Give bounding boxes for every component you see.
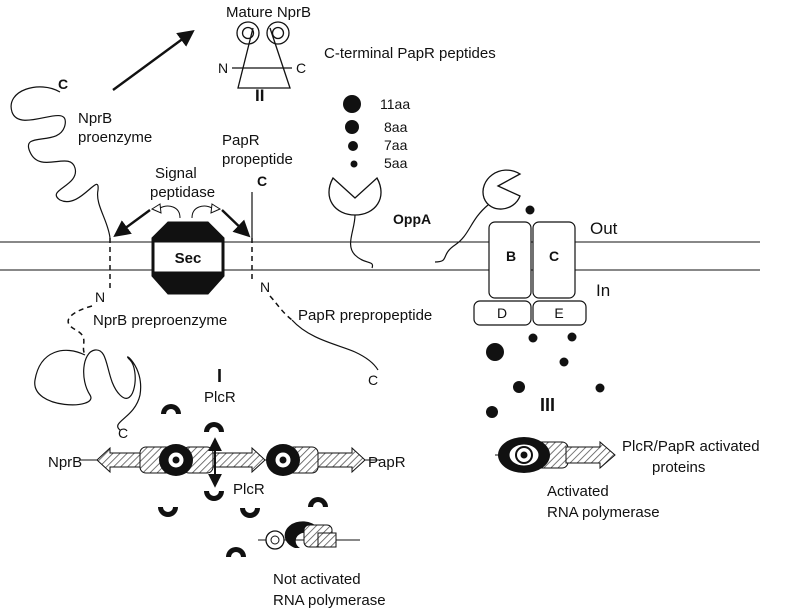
rna-polymerase-right-icon	[266, 444, 300, 476]
peptide-5aa: 5aa	[384, 155, 408, 171]
nprb-n-terminus: N	[95, 289, 105, 305]
maturation-arrow	[112, 30, 195, 91]
activated-rna-polymerase-icon	[498, 437, 616, 473]
out-label: Out	[590, 219, 618, 238]
cterm-papr-label: C-terminal PapR peptides	[324, 45, 496, 62]
cleavage-arrow-right	[221, 209, 251, 238]
papr-n-terminus: N	[260, 279, 270, 295]
mature-n-label: N	[218, 60, 228, 76]
opp-e-label: E	[554, 305, 563, 321]
papr-gene-arrow	[315, 446, 366, 474]
oppa-receptor-icon	[328, 176, 382, 216]
opp-d-subunit	[473, 300, 532, 326]
nprb-preproenzyme-chain	[34, 349, 142, 431]
activated-polymerase-label-2: RNA polymerase	[547, 504, 660, 521]
stage-iii-label: III	[540, 395, 555, 415]
papr-prepropeptide-label: PapR prepropeptide	[298, 307, 432, 324]
opp-d-label: D	[497, 305, 507, 321]
sec-label: Sec	[175, 250, 202, 267]
cleavage-arrow-left	[113, 209, 151, 237]
mature-nprb-icon	[232, 21, 292, 89]
imported-peptides	[486, 332, 605, 418]
nprb-c-terminus: C	[58, 76, 68, 92]
inactive-rna-polymerase-icon	[265, 521, 337, 550]
plcr-molecules	[158, 404, 328, 557]
opp-b-subunit	[488, 221, 532, 299]
papr-propeptide-label-2: propeptide	[222, 151, 293, 168]
nprb-proenzyme-chain	[10, 86, 111, 239]
signal-peptidase-label-1: Signal	[155, 165, 197, 182]
in-label: In	[596, 281, 610, 300]
membrane	[0, 241, 760, 271]
oppa-anchor	[350, 214, 374, 269]
activated-proteins-label-2: proteins	[652, 459, 705, 476]
nprb-proenzyme-label-1: NprB	[78, 110, 112, 127]
oppa-bound-anchor	[434, 204, 489, 263]
middle-gene-arrow	[209, 446, 266, 474]
opp-c-label: C	[549, 248, 559, 264]
peptide-7aa: 7aa	[384, 137, 408, 153]
nprb-preproenzyme-label: NprB preproenzyme	[93, 312, 227, 329]
cleavage-curved-arrows-icon	[150, 203, 222, 219]
peptide-bound	[525, 205, 535, 215]
opp-e-subunit	[532, 300, 587, 326]
papr-propeptide-label-1: PapR	[222, 132, 260, 149]
oppa-bound-icon	[482, 169, 522, 210]
nprb-gene-label: NprB	[48, 454, 82, 471]
activated-polymerase-label-1: Activated	[547, 483, 609, 500]
papr-peptides	[343, 95, 361, 168]
peptide-8aa: 8aa	[384, 119, 408, 135]
signal-peptidase-label-2: peptidase	[150, 184, 215, 201]
activated-proteins-label-1: PlcR/PapR activated	[622, 438, 760, 455]
stage-ii-label: II	[255, 86, 264, 105]
stage-i-label: I	[217, 366, 222, 386]
opp-c-subunit	[532, 221, 576, 299]
papr-c-terminus-top: C	[257, 173, 267, 189]
not-activated-label-1: Not activated	[273, 571, 361, 588]
papr-gene-label: PapR	[368, 454, 406, 471]
plcr-top-label: PlcR	[204, 389, 236, 406]
rna-polymerase-left-icon	[159, 444, 193, 476]
preproenzyme-signal	[67, 305, 93, 356]
not-activated-label-2: RNA polymerase	[273, 592, 386, 609]
peptide-11aa: 11aa	[380, 96, 410, 112]
plcr-bottom-label: PlcR	[233, 481, 265, 498]
papr-c-terminus-bottom: C	[368, 372, 378, 388]
nprb-proenzyme-label-2: proenzyme	[78, 129, 152, 146]
papr-prepropeptide-chain	[291, 319, 379, 371]
mature-c-label: C	[296, 60, 306, 76]
opp-b-label: B	[506, 248, 516, 264]
oppa-label: OppA	[393, 211, 431, 227]
gene-c-label: C	[118, 425, 128, 441]
papr-prepro-signal	[269, 295, 293, 321]
mature-nprb-label: Mature NprB	[226, 4, 311, 21]
